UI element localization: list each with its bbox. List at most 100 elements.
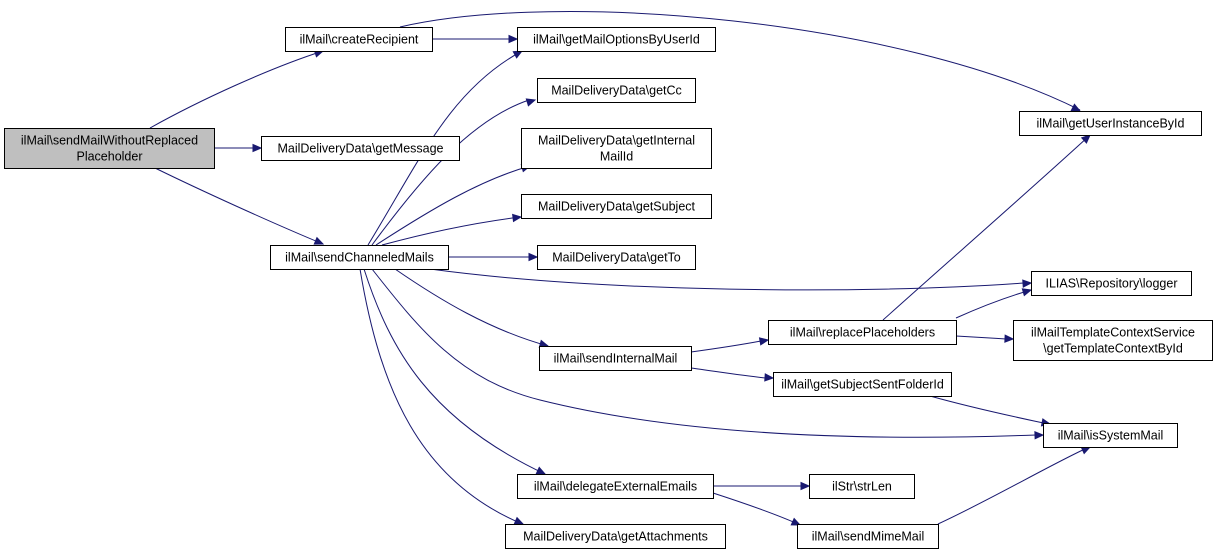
node-sendInternalMail[interactable]: ilMail\sendInternalMail: [539, 346, 692, 371]
edge-sendChanneledMails-to-sendInternalMail: [394, 268, 549, 347]
node-label: \getTemplateContextById: [1043, 342, 1183, 356]
arrowhead-getCc: [525, 98, 537, 107]
node-getAttachments[interactable]: MailDeliveryData\getAttachments: [505, 524, 726, 549]
nodes-layer: ilMail\sendMailWithoutReplacedPlaceholde…: [4, 27, 1213, 549]
node-label: MailDeliveryData\getCc: [551, 84, 682, 98]
node-label: MailId: [600, 150, 633, 164]
edge-sendChanneledMails-to-getInternalMailId: [375, 165, 531, 246]
node-label: MailDeliveryData\getInternal: [538, 134, 695, 148]
node-box[interactable]: [773, 372, 952, 397]
node-isSystemMail[interactable]: ilMail\isSystemMail: [1043, 423, 1178, 448]
arrowhead-strLen: [800, 481, 811, 491]
arrowhead-getUserInstanceById: [1070, 103, 1082, 112]
arrowhead-getTo: [528, 252, 539, 262]
node-box[interactable]: [537, 245, 696, 270]
arrowhead-logger: [1021, 288, 1033, 297]
node-box[interactable]: [809, 474, 915, 499]
node-label: ilMail\sendMailWithoutReplaced: [21, 134, 198, 148]
node-box[interactable]: [517, 474, 714, 499]
node-label: ilMail\sendInternalMail: [554, 352, 678, 366]
node-box[interactable]: [1013, 320, 1213, 361]
arrowhead-replacePlaceholders: [758, 337, 770, 346]
node-label: MailDeliveryData\getSubject: [538, 200, 696, 214]
edge-delegateExternalEmails-to-sendMimeMail: [712, 492, 799, 525]
edge-sendChanneledMails-to-getAttachments: [359, 268, 521, 524]
arrowhead-sendChanneledMails: [313, 236, 325, 245]
node-box[interactable]: [797, 524, 939, 549]
node-getMessage[interactable]: MailDeliveryData\getMessage: [261, 136, 460, 161]
node-label: ilMail\getUserInstanceById: [1037, 117, 1185, 131]
arrowhead-isSystemMail: [1034, 431, 1045, 440]
node-box[interactable]: [537, 78, 696, 103]
node-box[interactable]: [285, 27, 433, 52]
edge-replacePlaceholders-to-getUserInstanceById: [882, 135, 1090, 321]
node-box[interactable]: [539, 346, 692, 371]
node-label: ilMail\sendChanneledMails: [285, 251, 434, 265]
node-box[interactable]: [768, 320, 957, 345]
arrowhead-logger: [1022, 279, 1033, 288]
node-getSubjectSentFolderId[interactable]: ilMail\getSubjectSentFolderId: [773, 372, 952, 397]
node-getTo[interactable]: MailDeliveryData\getTo: [537, 245, 696, 270]
edge-sendChanneledMails-to-delegateExternalEmails: [363, 268, 546, 475]
node-delegateExternalEmails[interactable]: ilMail\delegateExternalEmails: [517, 474, 714, 499]
arrowhead-delegateExternalEmails: [535, 466, 547, 475]
node-strLen[interactable]: ilStr\strLen: [809, 474, 915, 499]
node-box[interactable]: [270, 245, 449, 270]
arrowhead-getMailOptionsByUserId: [508, 34, 519, 44]
arrowhead-getMailOptionsByUserId: [512, 50, 524, 59]
node-box[interactable]: [261, 136, 460, 161]
node-box[interactable]: [1031, 271, 1192, 296]
node-label: ilMail\createRecipient: [300, 33, 419, 47]
node-box[interactable]: [505, 524, 726, 549]
arrowhead-getUserInstanceById: [1080, 134, 1091, 144]
edge-createRecipient-to-getUserInstanceById: [399, 11, 1081, 111]
edge-sendInternalMail-to-getSubjectSentFolderId: [690, 367, 767, 379]
edge-sendChanneledMails-to-getCc: [371, 99, 530, 246]
node-label: ilMail\replacePlaceholders: [790, 326, 935, 340]
node-logger[interactable]: ILIAS\Repository\logger: [1031, 271, 1192, 296]
node-getMailOptionsByUserId[interactable]: ilMail\getMailOptionsByUserId: [517, 27, 716, 52]
node-label: MailDeliveryData\getAttachments: [523, 530, 708, 544]
node-box[interactable]: [517, 27, 716, 52]
node-label: MailDeliveryData\getMessage: [277, 142, 443, 156]
node-getUserInstanceById[interactable]: ilMail\getUserInstanceById: [1019, 111, 1202, 136]
node-box[interactable]: [521, 128, 712, 169]
arrowhead-getMessage: [252, 143, 263, 153]
node-sendMailWithoutReplacedPlaceholder: ilMail\sendMailWithoutReplacedPlaceholde…: [4, 128, 215, 169]
arrowhead-getSubjectSentFolderId: [764, 373, 775, 382]
node-label: ilMail\sendMimeMail: [812, 530, 925, 544]
arrowhead-sendMimeMail: [790, 517, 802, 526]
edge-replacePlaceholders-to-getTemplateContextById: [955, 335, 1007, 340]
node-getTemplateContextById[interactable]: ilMailTemplateContextService \getTemplate…: [1013, 320, 1213, 361]
node-box[interactable]: [1043, 423, 1178, 448]
node-getCc[interactable]: MailDeliveryData\getCc: [537, 78, 696, 103]
node-label: ilMail\getMailOptionsByUserId: [533, 33, 700, 47]
node-createRecipient[interactable]: ilMail\createRecipient: [285, 27, 433, 52]
node-box[interactable]: [1019, 111, 1202, 136]
node-box: [4, 128, 215, 169]
node-label: ilMailTemplateContextService: [1031, 326, 1195, 340]
arrowhead-getTemplateContextById: [1004, 334, 1015, 343]
node-sendMimeMail[interactable]: ilMail\sendMimeMail: [797, 524, 939, 549]
edge-sendChanneledMails-to-getSubject: [381, 216, 521, 246]
edge-sendChanneledMails-to-logger: [429, 268, 1025, 291]
node-label: ilMail\delegateExternalEmails: [534, 480, 697, 494]
node-label: ilMail\getSubjectSentFolderId: [781, 378, 944, 392]
edge-sendMailWithoutReplacedPlaceholder-to-createRecipient: [149, 50, 324, 129]
edge-replacePlaceholders-to-logger: [955, 289, 1032, 319]
arrowhead-getAttachments: [513, 516, 525, 525]
edge-getSubjectSentFolderId-to-isSystemMail: [929, 395, 1049, 425]
edge-sendMailWithoutReplacedPlaceholder-to-sendChanneledMails: [154, 167, 324, 245]
node-replacePlaceholders[interactable]: ilMail\replacePlaceholders: [768, 320, 957, 345]
node-box[interactable]: [521, 194, 712, 219]
edge-sendInternalMail-to-replacePlaceholders: [690, 340, 762, 353]
node-label: ilStr\strLen: [832, 480, 892, 494]
node-sendChanneledMails[interactable]: ilMail\sendChanneledMails: [270, 245, 449, 270]
node-label: Placeholder: [76, 150, 142, 164]
node-getSubject[interactable]: MailDeliveryData\getSubject: [521, 194, 712, 219]
node-label: MailDeliveryData\getTo: [552, 251, 681, 265]
node-label: ILIAS\Repository\logger: [1045, 277, 1177, 291]
node-label: ilMail\isSystemMail: [1058, 429, 1164, 443]
